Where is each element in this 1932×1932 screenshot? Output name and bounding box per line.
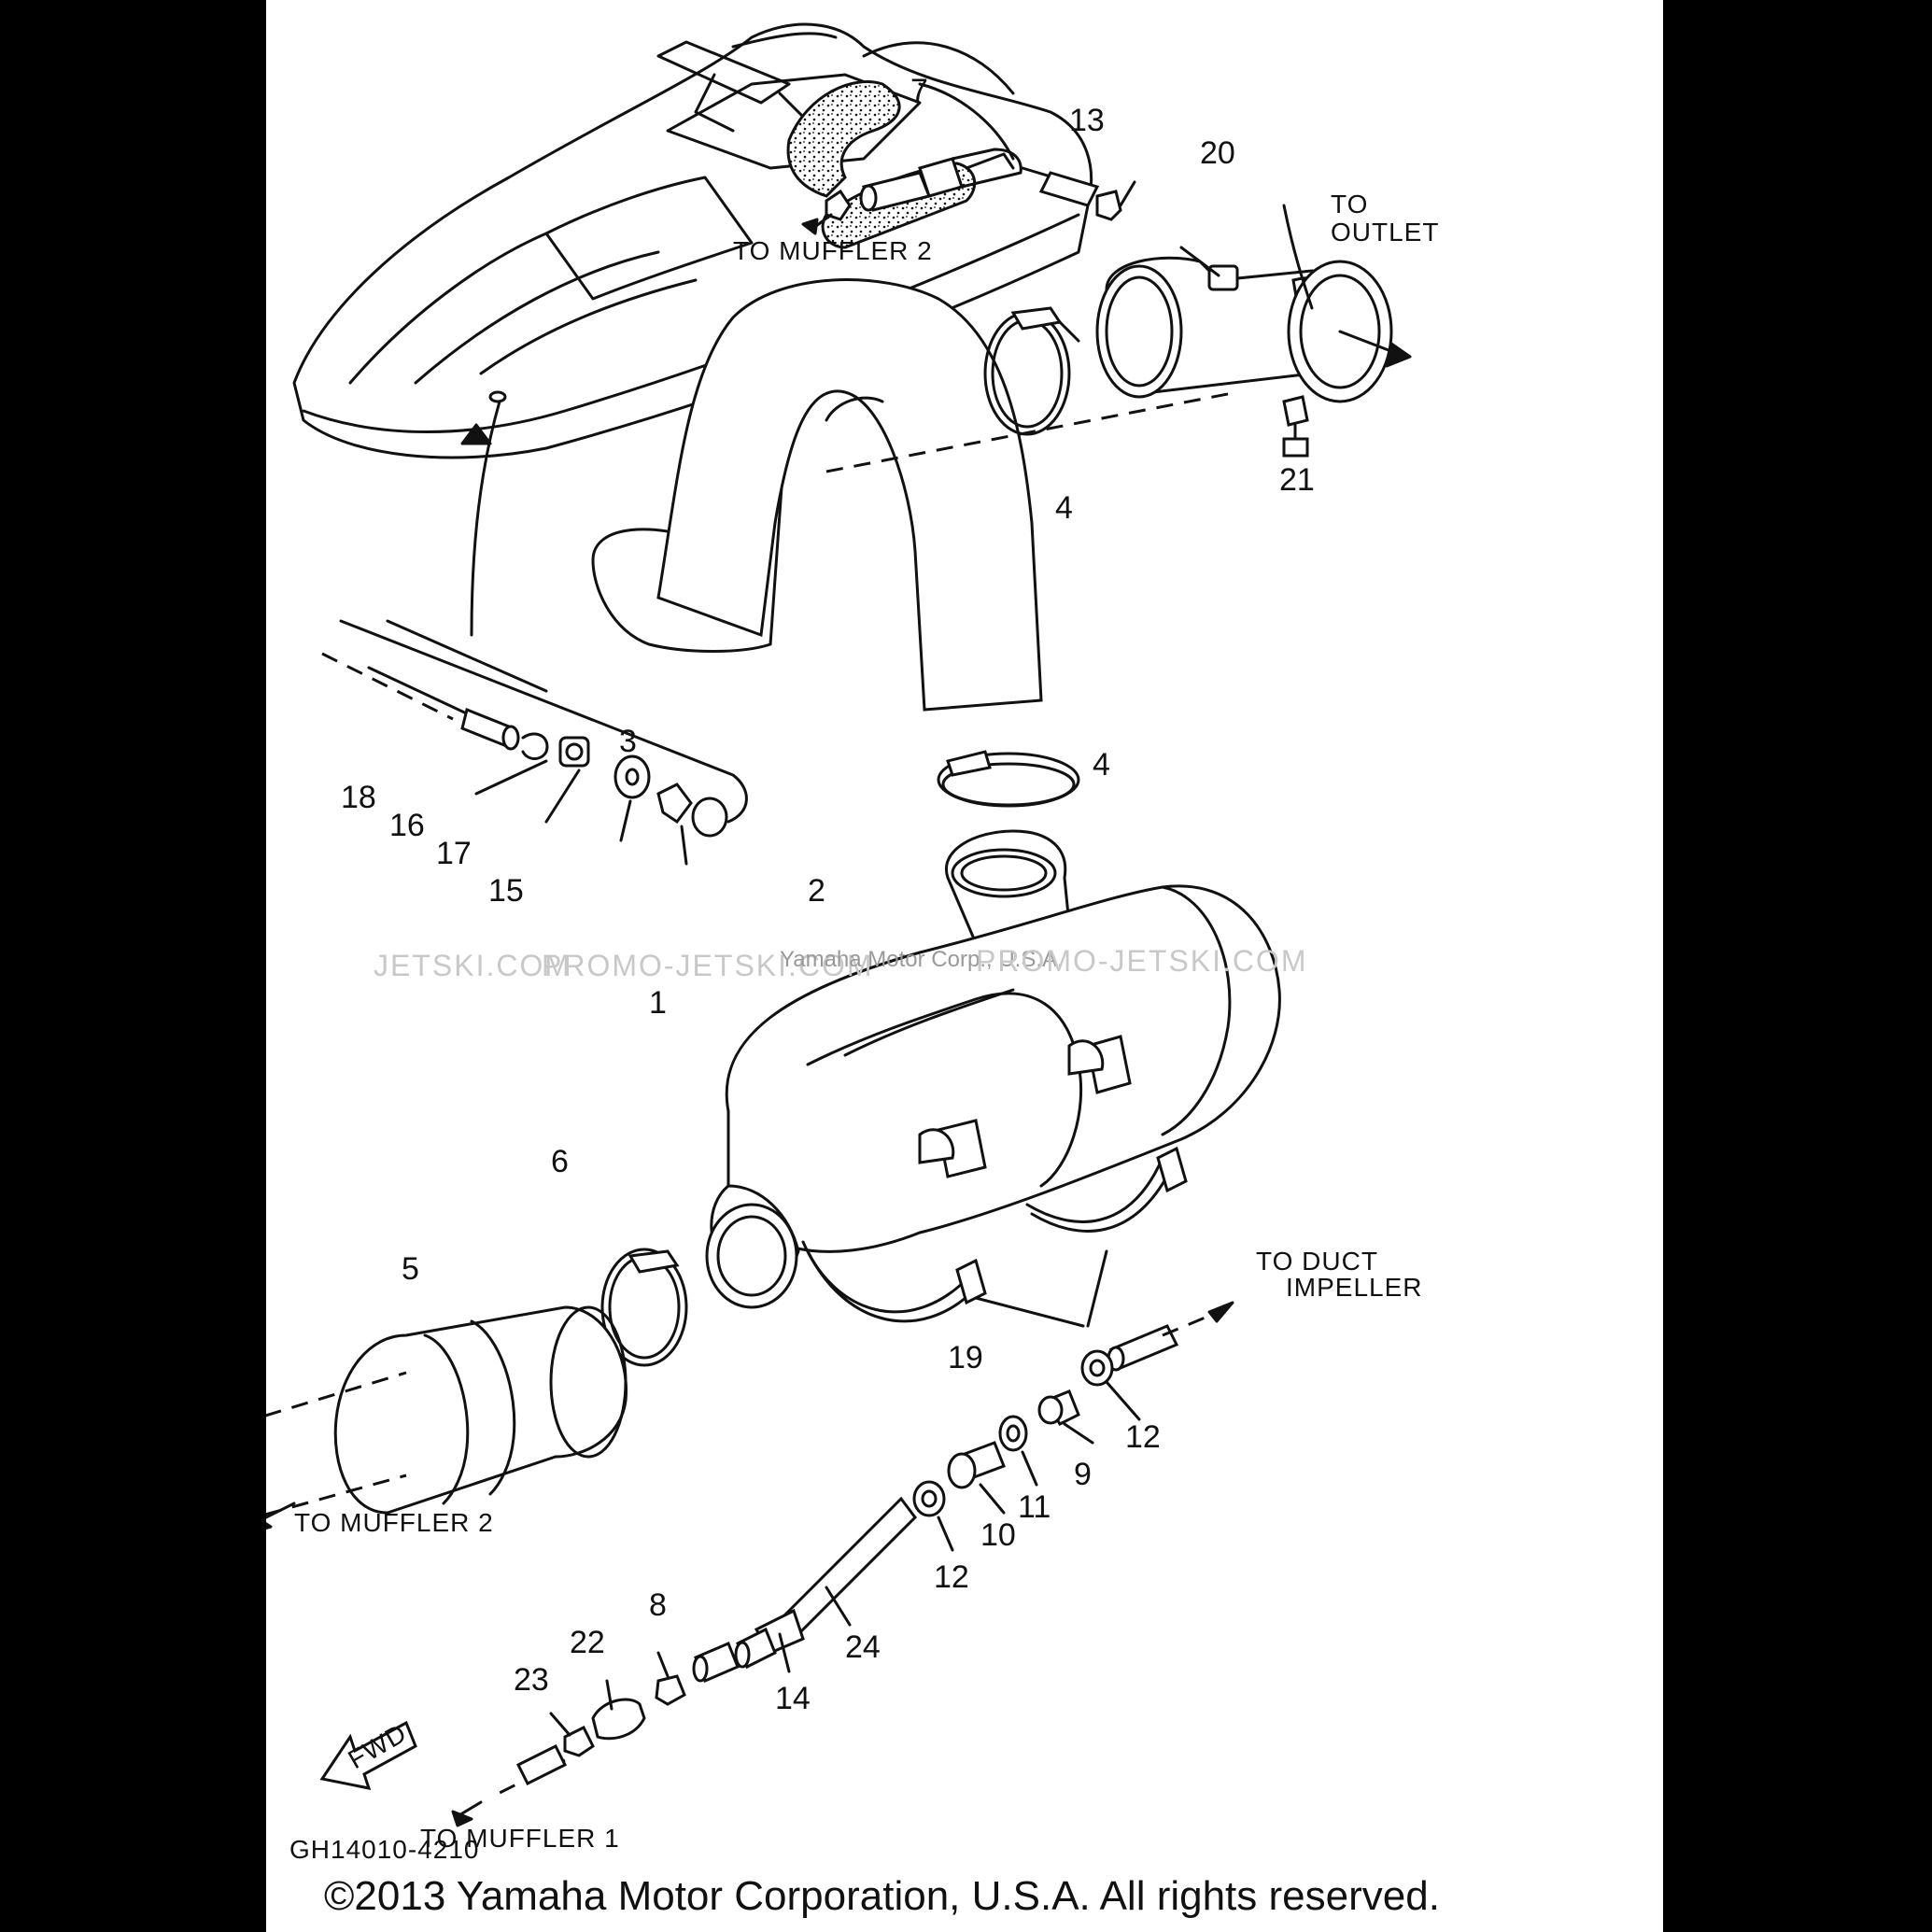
note-to-duct-2: IMPELLER: [1286, 1273, 1423, 1302]
note-to-muffler2-top: TO MUFFLER 2: [733, 236, 933, 265]
outlet-assembly: [1095, 204, 1412, 458]
callout-12-left: 12: [934, 1559, 969, 1595]
note-to-outlet-2: OUTLET: [1331, 218, 1439, 247]
callout-3: 3: [619, 724, 637, 759]
callout-11: 11: [1018, 1489, 1051, 1525]
exhaust-system-diagram: FWD 7 13 20 21 4 3 18 16 17 15 4 2 1 6 5…: [266, 22, 1440, 1919]
callout-16: 16: [389, 808, 425, 843]
note-to-muffler1: TO MUFFLER 1: [420, 1824, 620, 1853]
note-to-duct-1: TO DUCT: [1256, 1247, 1378, 1276]
callout-23: 23: [514, 1662, 549, 1698]
callout-1: 1: [649, 985, 667, 1021]
muffler-part1: [705, 829, 1281, 1309]
water-pipe-part3: [591, 278, 1238, 712]
callout-13: 13: [1069, 103, 1105, 138]
note-to-outlet-1: TO: [1331, 190, 1368, 219]
diagram-code: GH14010-4210: [289, 1835, 479, 1864]
hose-part7: [801, 148, 1136, 235]
hull-fitting-group: [321, 619, 748, 866]
callout-20: 20: [1200, 135, 1235, 171]
callout-18: 18: [341, 780, 376, 815]
bands-part19: [801, 1146, 1188, 1328]
copyright-line: ©2013 Yamaha Motor Corporation, U.S.A. A…: [324, 1873, 1440, 1919]
direction-notes: TO MUFFLER 2 TO OUTLET TO DUCT IMPELLER …: [294, 190, 1439, 1853]
watermark-jetski: JETSKI.COM: [374, 949, 571, 982]
callout-2: 2: [808, 873, 825, 909]
callout-5: 5: [402, 1251, 419, 1287]
callout-7: 7: [910, 73, 928, 108]
callout-15: 15: [488, 873, 524, 909]
watermark-yamaha: Yamaha Motor Corp., U.S.A.: [780, 947, 1064, 972]
callout-17: 17: [436, 836, 472, 871]
clamp-part4-top: [983, 306, 1080, 436]
callout-24: 24: [845, 1629, 881, 1665]
clamp-part6: [600, 1248, 688, 1367]
callout-4-top: 4: [1055, 490, 1073, 526]
callout-10: 10: [980, 1517, 1016, 1553]
callout-9: 9: [1074, 1457, 1092, 1492]
note-to-muffler2-bottom: TO MUFFLER 2: [294, 1508, 494, 1537]
hose-part24: [451, 1496, 917, 1827]
duct-fitting-group: [912, 1301, 1234, 1552]
callouts: 7 13 20 21 4 3 18 16 17 15 4 2 1 6 5 19 …: [341, 73, 1315, 1716]
callout-6: 6: [551, 1144, 569, 1179]
callout-21: 21: [1279, 462, 1315, 498]
callout-22: 22: [570, 1625, 605, 1660]
watermarks: JETSKI.COM PROMO-JETSKI.COM Yamaha Motor…: [374, 944, 1308, 982]
watermark-promo-1: PROMO-JETSKI.COM: [542, 949, 874, 982]
callout-12-right: 12: [1125, 1419, 1161, 1455]
diagram-sheet: FWD 7 13 20 21 4 3 18 16 17 15 4 2 1 6 5…: [266, 0, 1663, 1932]
callout-4-middle: 4: [1093, 747, 1110, 783]
callout-14: 14: [775, 1681, 811, 1716]
callout-19: 19: [948, 1340, 983, 1375]
watermark-promo-2: PROMO-JETSKI.COM: [976, 944, 1308, 978]
watercraft-illustration: [292, 22, 1093, 637]
hose-part5: [266, 1305, 628, 1530]
callout-8: 8: [649, 1587, 667, 1623]
clamp-part4-middle: [937, 750, 1080, 808]
fwd-arrow-icon: [319, 1720, 417, 1790]
